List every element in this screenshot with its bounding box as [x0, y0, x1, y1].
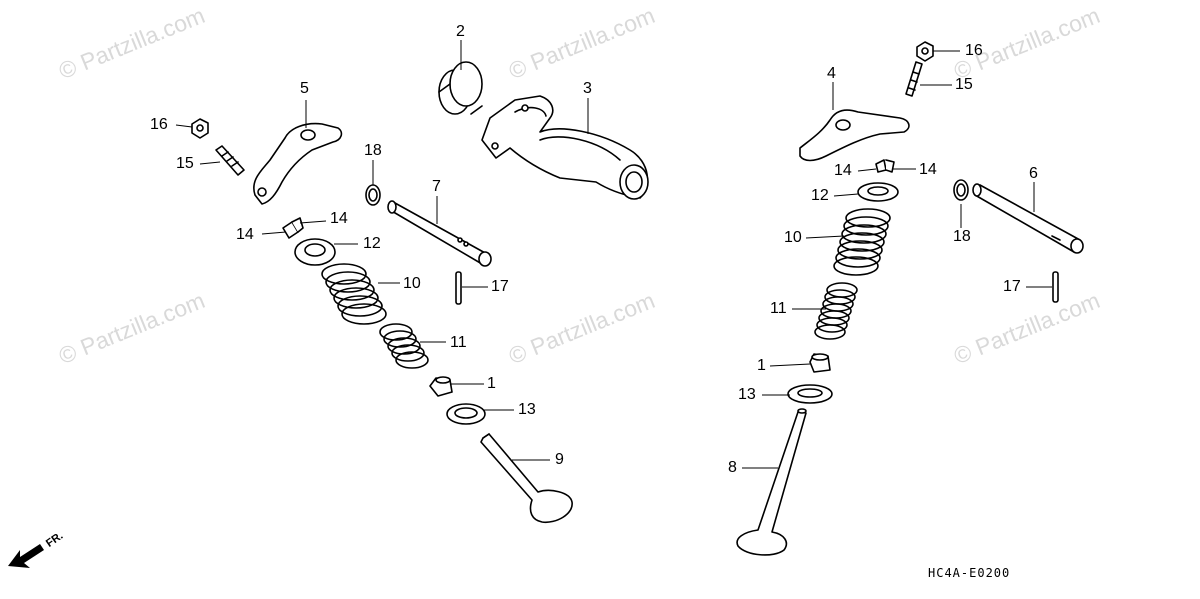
stem-seal-left	[429, 376, 453, 397]
callout-1[interactable]: 1	[757, 357, 766, 374]
callout-16[interactable]: 16	[150, 116, 168, 133]
rocker-arm-left	[253, 122, 343, 205]
inner-valve-spring-right	[814, 282, 858, 340]
adjusting-screw-left	[215, 145, 245, 176]
callout-7[interactable]: 7	[432, 178, 441, 195]
valve-cotter-left	[282, 217, 304, 239]
rocker-shaft-right	[972, 183, 1084, 254]
callout-18[interactable]: 18	[364, 142, 382, 159]
spring-retainer-left	[294, 238, 336, 266]
callout-11[interactable]: 11	[770, 300, 787, 317]
exhaust-valve	[480, 433, 573, 524]
callout-18[interactable]: 18	[953, 228, 971, 245]
outer-valve-spring-left	[321, 263, 387, 325]
callout-10[interactable]: 10	[403, 275, 421, 292]
rocker-shaft-left	[387, 200, 492, 267]
front-arrow-icon	[8, 544, 44, 568]
spring-seat-left	[446, 403, 486, 425]
callout-12[interactable]: 12	[811, 187, 829, 204]
callout-4[interactable]: 4	[827, 65, 836, 82]
valve-cotter-right	[875, 159, 895, 173]
lock-nut-right	[916, 41, 934, 62]
callout-16[interactable]: 16	[965, 42, 983, 59]
callout-6[interactable]: 6	[1029, 165, 1038, 182]
callout-11[interactable]: 11	[450, 334, 467, 351]
outer-valve-spring-right	[833, 208, 891, 276]
inner-valve-spring-left	[379, 323, 429, 369]
stem-seal-right	[809, 353, 831, 373]
rocker-arm-right	[799, 109, 910, 162]
lock-nut-left	[191, 118, 209, 139]
callout-10[interactable]: 10	[784, 229, 802, 246]
callout-3[interactable]: 3	[583, 80, 592, 97]
intake-valve	[736, 408, 807, 556]
callout-14[interactable]: 14	[330, 210, 348, 227]
callout-9[interactable]: 9	[555, 451, 564, 468]
callout-15[interactable]: 15	[176, 155, 194, 172]
callout-2[interactable]: 2	[456, 23, 465, 40]
callout-17[interactable]: 17	[491, 278, 509, 295]
callout-12[interactable]: 12	[363, 235, 381, 252]
adjusting-screw-right	[905, 61, 923, 97]
spring-retainer-right	[857, 182, 899, 202]
callout-13[interactable]: 13	[738, 386, 756, 403]
callout-14[interactable]: 14	[919, 161, 937, 178]
diagram-code: HC4A-E0200	[928, 566, 1011, 580]
spring-seat-right	[787, 384, 833, 404]
callout-5[interactable]: 5	[300, 80, 309, 97]
leader-lines	[175, 40, 1052, 469]
callout-14[interactable]: 14	[834, 162, 852, 179]
callout-8[interactable]: 8	[728, 459, 737, 476]
callout-14[interactable]: 14	[236, 226, 254, 243]
callout-13[interactable]: 13	[518, 401, 536, 418]
dowel-pin-left	[455, 271, 462, 305]
callout-17[interactable]: 17	[1003, 278, 1021, 295]
camshaft-bearing	[438, 61, 483, 115]
callout-15[interactable]: 15	[955, 76, 973, 93]
o-ring-right	[953, 179, 969, 201]
dowel-pin-right	[1052, 271, 1059, 303]
camshaft	[481, 95, 649, 200]
o-ring-left	[365, 184, 381, 206]
callout-1[interactable]: 1	[487, 375, 496, 392]
